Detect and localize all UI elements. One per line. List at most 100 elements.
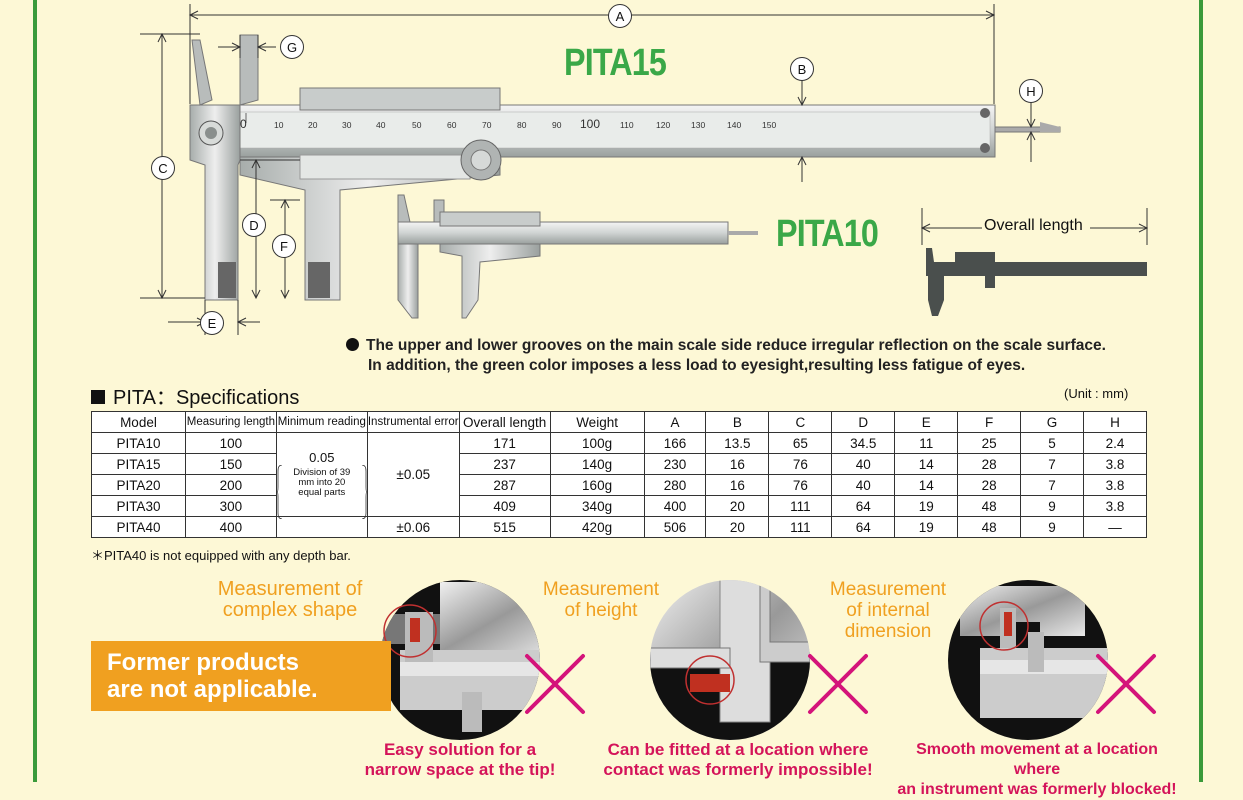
col-header: Model	[91, 411, 186, 433]
cell-h: —	[1082, 516, 1148, 538]
cell-model: PITA20	[91, 474, 186, 496]
dim-a-line	[188, 4, 996, 104]
cell-h: 3.8	[1082, 453, 1148, 475]
col-header: G	[1020, 411, 1084, 433]
brace-left-icon	[276, 465, 282, 519]
dim-label-c: C	[151, 156, 175, 180]
label-internal-line3: dimension	[844, 621, 932, 642]
cell-overall: 237	[458, 453, 551, 475]
cell-d: 64	[831, 495, 896, 517]
cell-b: 20	[705, 516, 770, 538]
spec-title: PITA：Specifications	[91, 381, 299, 410]
cell-length: 300	[184, 495, 277, 517]
scale-num-30: 30	[342, 120, 352, 130]
cell-a: 166	[643, 432, 707, 454]
overall-length-label: Overall length	[984, 217, 1083, 234]
cell-error-main: ±0.05	[366, 432, 460, 517]
dim-g-line	[218, 35, 276, 58]
cell-e: 19	[894, 495, 959, 517]
cell-b: 16	[705, 453, 770, 475]
scale-num-110: 110	[620, 120, 634, 130]
brace-right-icon	[361, 465, 367, 519]
square-bullet-icon	[91, 390, 105, 404]
spec-table: Model Measuring length Minimum reading I…	[91, 411, 1148, 538]
caliper-figure: 0 10 20 30 40 50 60 70 80 90 100 110 120…	[0, 0, 1243, 340]
illustration-internal-dimension	[948, 580, 1108, 740]
table-row: PITA15 150 237 140g 230 16 76 40 14 28 7…	[91, 453, 1148, 475]
scale-num-20: 20	[308, 120, 318, 130]
caption-internal: Smooth movement at a location where an i…	[896, 740, 1178, 800]
table-row: PITA10 100 0.05 Division of 39 mm into 2…	[91, 432, 1148, 519]
cell-f: 28	[957, 453, 1022, 475]
cell-d: 40	[831, 453, 896, 475]
col-header: Measuring length	[184, 411, 277, 433]
cell-e: 11	[894, 432, 959, 454]
cell-weight: 420g	[549, 516, 645, 538]
scale-num-50: 50	[412, 120, 422, 130]
cell-overall: 171	[458, 432, 551, 454]
cell-a: 400	[643, 495, 707, 517]
caption3-line2: an instrument was formerly blocked!	[897, 781, 1177, 798]
scale-numbers: 0 10 20 30 40 50 60 70 80 90 100 110 120…	[240, 117, 780, 136]
cell-f: 25	[957, 432, 1022, 454]
cross-mark-3-icon	[1096, 654, 1156, 714]
cell-g: 5	[1020, 432, 1084, 454]
scale-num-130: 130	[691, 120, 706, 130]
min-reading-note: Division of 39 mm into 20 equal parts	[293, 467, 351, 498]
cell-weight: 340g	[549, 495, 645, 517]
dim-label-e: E	[200, 311, 224, 335]
former-products-banner: Former products are not applicable.	[91, 641, 391, 711]
cell-overall: 287	[458, 474, 551, 496]
dim-h-line	[1026, 100, 1036, 162]
dim-label-h: H	[1019, 79, 1043, 103]
pita15-caliper	[189, 34, 1061, 301]
scale-num-60: 60	[447, 120, 457, 130]
illustration-height	[650, 580, 810, 740]
caption3-line1: Smooth movement at a location where	[916, 741, 1158, 778]
table-row: PITA30 300 409 340g 400 20 111 64 19 48 …	[91, 495, 1148, 517]
cell-model: PITA40	[91, 516, 186, 538]
label-internal-dimension: Measurement of internal dimension	[828, 579, 948, 642]
scale-num-10: 10	[274, 120, 284, 130]
table-header-row: Model Measuring length Minimum reading I…	[91, 411, 1148, 433]
col-header: H	[1082, 411, 1148, 433]
frame-right-border	[1199, 0, 1203, 782]
cell-overall: 409	[458, 495, 551, 517]
former-line1: Former products	[107, 649, 300, 676]
cell-overall: 515	[458, 516, 551, 538]
col-header: Instrumental error	[366, 411, 460, 433]
cell-f: 28	[957, 474, 1022, 496]
cell-g: 7	[1020, 474, 1084, 496]
cell-model: PITA15	[91, 453, 186, 475]
cell-weight: 100g	[549, 432, 645, 454]
cell-c: 65	[768, 432, 833, 454]
spec-title-text: PITA：Specifications	[113, 387, 300, 409]
cell-length: 100	[184, 432, 277, 454]
cell-h: 3.8	[1082, 474, 1148, 496]
label-height-line1: Measurement	[542, 579, 660, 600]
former-line2: are not applicable.	[107, 676, 318, 703]
col-header: C	[768, 411, 833, 433]
label-internal-line1: Measurement	[829, 579, 947, 600]
col-header: F	[957, 411, 1022, 433]
cell-length: 150	[184, 453, 277, 475]
label-complex-shape-line1: Measurement of	[217, 578, 363, 600]
cell-h: 3.8	[1082, 495, 1148, 517]
footnote: ＊PITA40 is not equipped with any depth b…	[91, 548, 351, 563]
title-pita10: PITA10	[776, 213, 879, 255]
col-header: E	[894, 411, 959, 433]
col-header: Minimum reading	[275, 411, 368, 433]
cell-weight: 140g	[549, 453, 645, 475]
scale-num-0: 0	[240, 117, 247, 131]
cell-g: 7	[1020, 453, 1084, 475]
cell-length: 200	[184, 474, 277, 496]
illustrations-drawing	[380, 580, 1156, 740]
feature-note: The upper and lower grooves on the main …	[346, 336, 1106, 376]
cell-b: 16	[705, 474, 770, 496]
unit-label: (Unit : mm)	[1064, 386, 1129, 401]
col-header: B	[705, 411, 770, 433]
note-line-2: In addition, the green color imposes a l…	[368, 357, 1026, 374]
col-header: A	[643, 411, 707, 433]
scale-num-70: 70	[482, 120, 492, 130]
table-row: PITA40 400 ±0.06 515 420g 506 20 111 64 …	[91, 516, 1148, 538]
